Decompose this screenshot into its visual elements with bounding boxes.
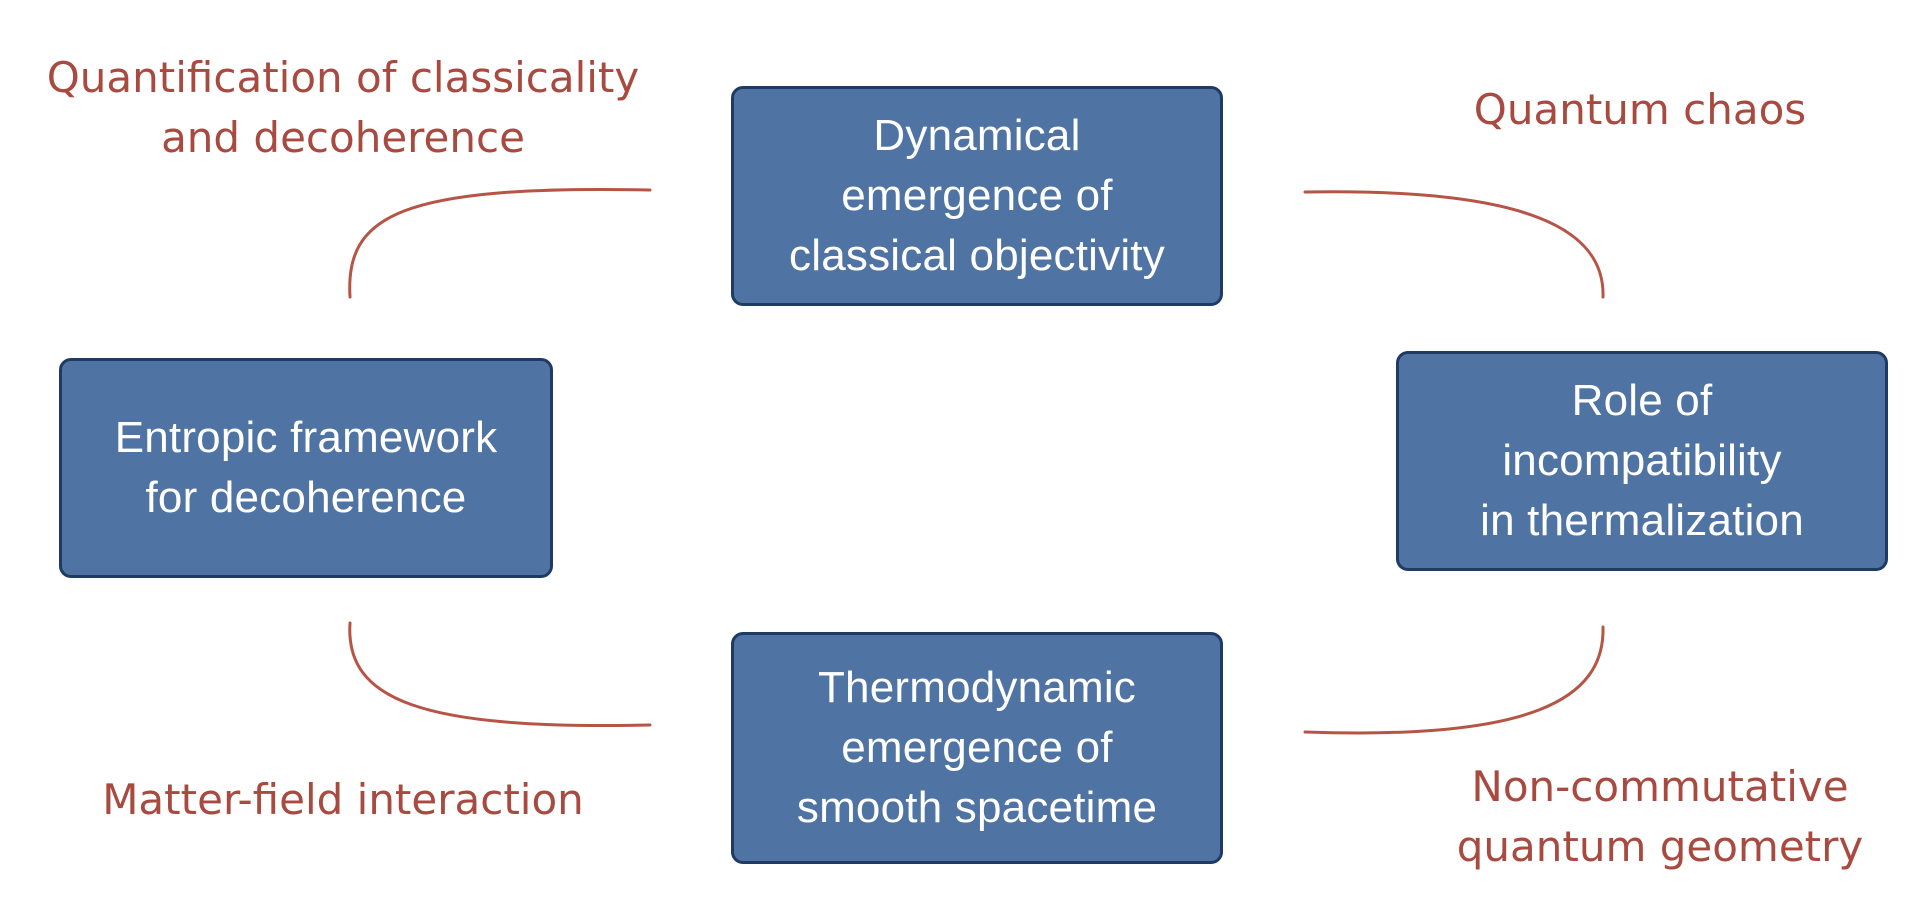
box-incompatibility-thermalization: Role of incompatibility in thermalizatio… — [1396, 351, 1888, 571]
arc-top-left — [348, 188, 652, 299]
box-thermodynamic-emergence: Thermodynamic emergence of smooth spacet… — [731, 632, 1223, 864]
box-dynamical-emergence-label: Dynamical emergence of classical objecti… — [789, 111, 1165, 280]
annotation-bottom-right: Non-commutative quantum geometry — [1456, 762, 1864, 871]
box-entropic-framework-label: Entropic framework for decoherence — [114, 413, 498, 522]
annotation-bottom-left: Matter-field interaction — [102, 775, 584, 824]
arc-bottom-left — [348, 621, 652, 727]
box-thermodynamic-emergence-label: Thermodynamic emergence of smooth spacet… — [796, 663, 1158, 832]
annotation-top-left: Quantification of classicality and decoh… — [46, 53, 640, 162]
box-entropic-framework: Entropic framework for decoherence — [59, 358, 553, 578]
annotation-top-right: Quantum chaos — [1473, 85, 1807, 134]
box-incompatibility-thermalization-label: Role of incompatibility in thermalizatio… — [1480, 376, 1804, 545]
arc-top-right — [1303, 190, 1605, 299]
arc-bottom-right — [1303, 625, 1605, 735]
box-dynamical-emergence: Dynamical emergence of classical objecti… — [731, 86, 1223, 306]
